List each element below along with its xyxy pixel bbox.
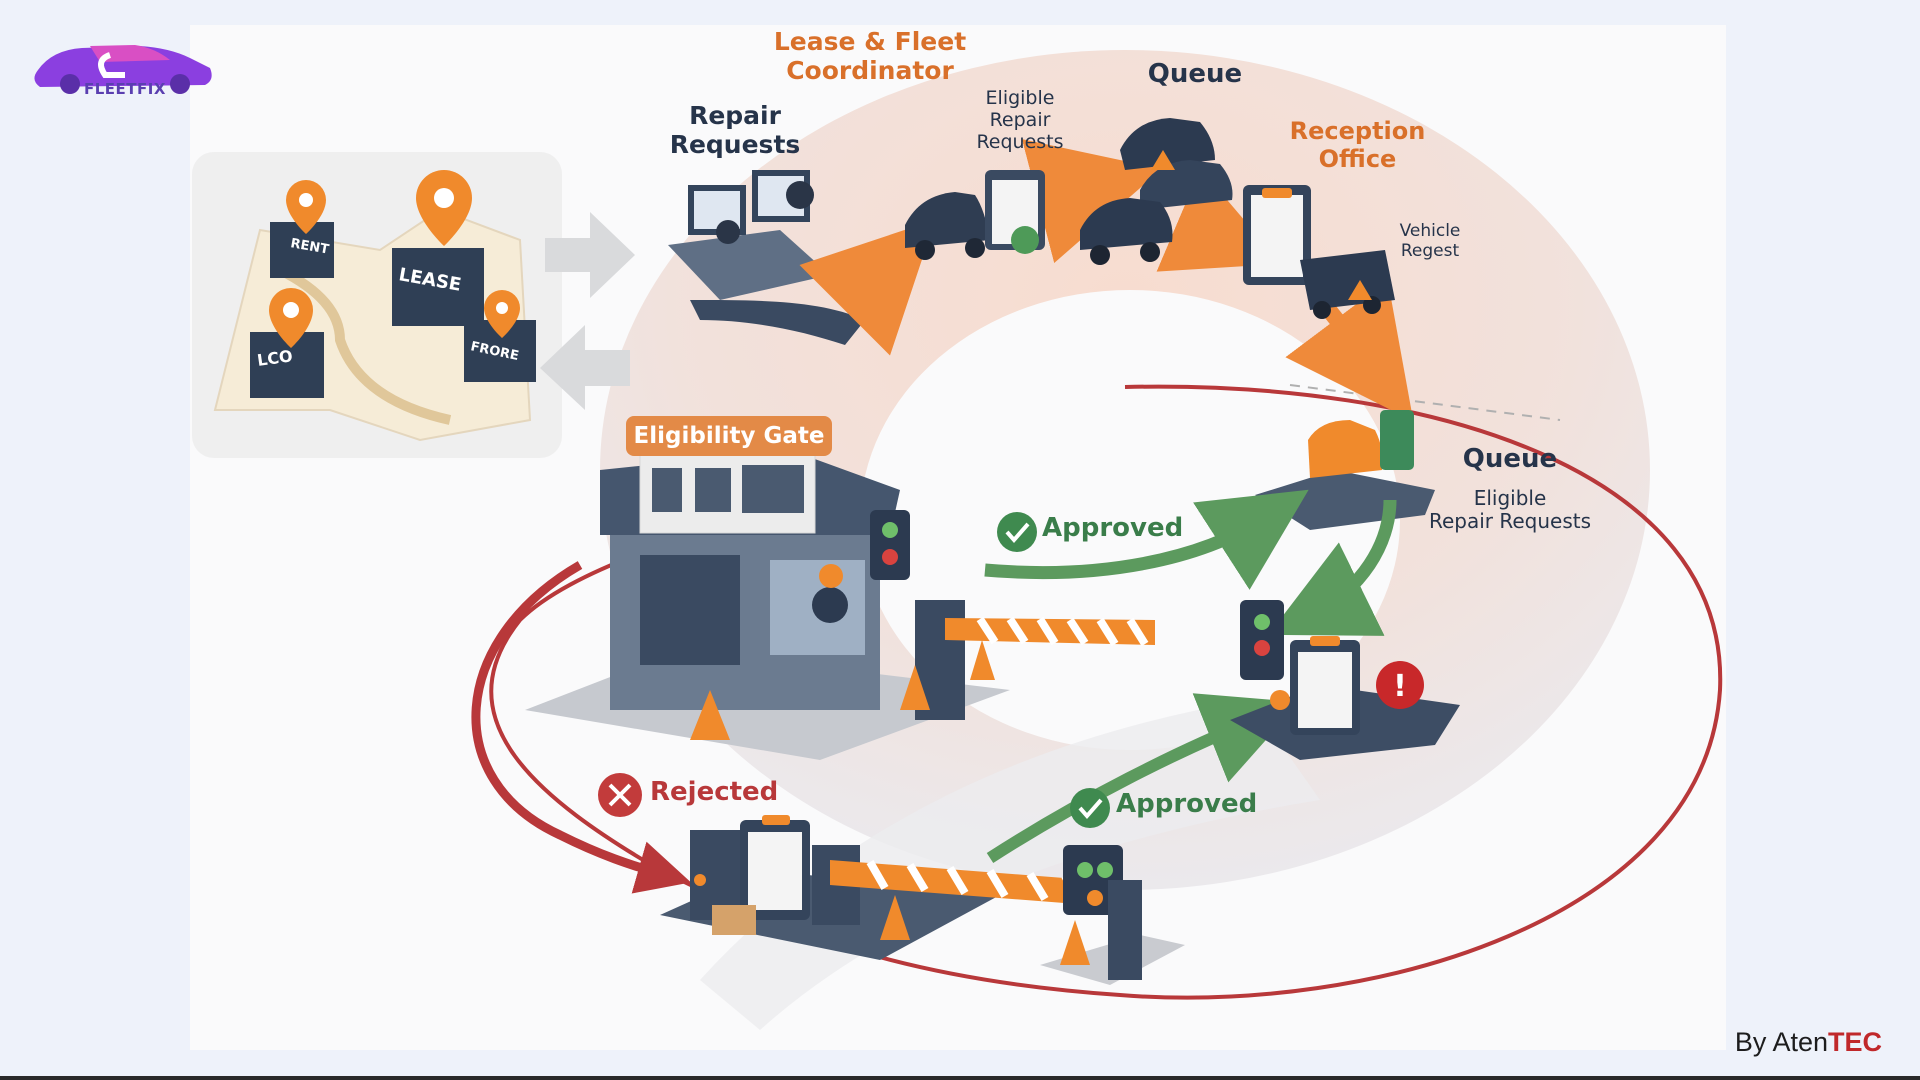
label-eligible-repair-requests-right: Eligible Repair Requests <box>1428 486 1592 533</box>
pin-lco <box>250 288 324 398</box>
eligible-requests-car <box>905 192 990 260</box>
eligibility-control-station: ! <box>1230 600 1460 760</box>
flow-arrow-2 <box>1021 139 1162 264</box>
pin-label-rent: RENT <box>289 236 330 258</box>
flow-arrow-4 <box>1285 280 1414 422</box>
eligible-requests-clipboard <box>985 170 1045 254</box>
footer-prefix: By Aten <box>1734 1027 1828 1057</box>
approved-check-icon-lower <box>1070 788 1110 828</box>
bottom-rule <box>0 1076 1920 1080</box>
rejection-arrow <box>471 561 691 894</box>
label-queue-right: Queue <box>1462 444 1558 474</box>
queue-cars-top <box>1080 118 1233 265</box>
label-coordinator: Lease & Fleet Coordinator <box>773 27 967 85</box>
label-repair-requests: Repair Requests <box>669 101 801 159</box>
rejection-loop-line <box>489 384 1723 1000</box>
rejected-x-icon <box>598 773 642 817</box>
flow-arrow-1 <box>799 219 936 356</box>
eligibility-gate-booth <box>525 450 1010 760</box>
label-vehicle-request: Vehicle Regest <box>1399 221 1461 261</box>
footer-brand: TEC <box>1828 1027 1882 1057</box>
flow-arrow-3 <box>1156 168 1282 272</box>
label-eligible-repair-requests-top: Eligible Repair Requests <box>976 87 1064 153</box>
pin-lease <box>392 170 484 326</box>
map-to-flow-arrow <box>545 212 635 298</box>
pin-rent <box>270 180 334 278</box>
label-approved-lower: Approved <box>1116 789 1258 819</box>
reception-office-station <box>1243 185 1395 319</box>
svg-text:!: ! <box>1393 669 1407 704</box>
queue-to-control-arrow <box>1268 499 1397 636</box>
flow-to-map-arrow <box>540 325 630 410</box>
label-approved-upper: Approved <box>1042 513 1184 543</box>
upper-boom-barrier <box>690 600 1155 740</box>
approved-arrow-lower <box>986 693 1300 864</box>
pin-label-lco: LCO <box>256 346 294 370</box>
pin-frore <box>464 290 536 382</box>
logo-text: FLEETFIX <box>84 80 166 98</box>
eligibility-gate-tag: Eligibility Gate <box>626 416 832 456</box>
label-reception-office: Reception Office <box>1289 117 1426 173</box>
label-queue-top: Queue <box>1147 59 1243 89</box>
footer-credit: By AtenTEC <box>1735 1027 1882 1058</box>
approved-arrow-upper <box>984 489 1309 590</box>
label-rejected: Rejected <box>650 777 779 807</box>
approved-check-icon-upper <box>997 512 1037 552</box>
lower-rejection-barrier <box>660 815 1185 985</box>
fleetfix-logo <box>34 45 212 94</box>
